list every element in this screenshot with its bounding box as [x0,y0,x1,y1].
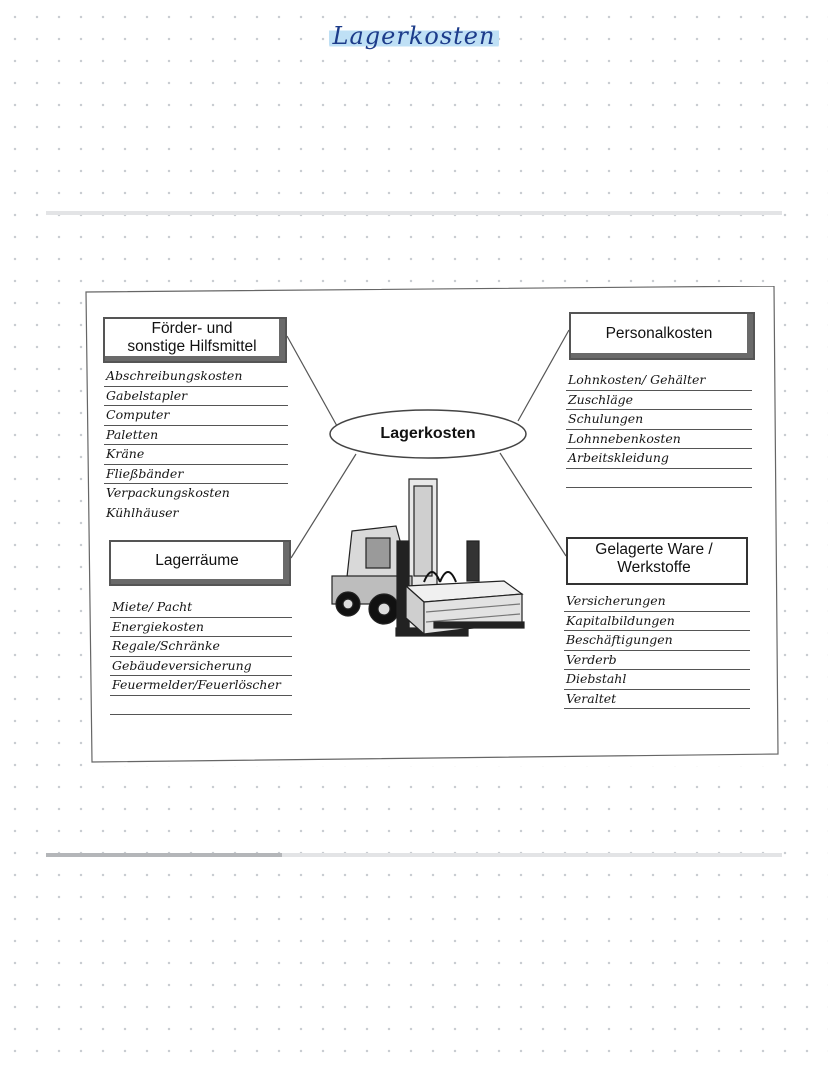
heading-ware: Gelagerte Ware / Werkstoffe [595,541,713,576]
list-item: Miete/ Pacht [110,598,292,618]
list-item [110,696,292,715]
list-item: Versicherungen [564,592,750,612]
list-item: Fließbänder [104,465,288,484]
scroll-track[interactable] [46,853,782,857]
list-item: Kapitalbildungen [564,612,750,631]
page-title-wrap: Lagerkosten [0,22,828,50]
scanned-diagram: Förder- und sonstige Hilfsmittel Persona… [84,286,780,766]
connector-lager [290,453,357,559]
list-item: Gabelstapler [104,387,288,406]
heading-foerder-line2: sonstige Hilfsmittel [127,338,257,355]
list-item: Abschreibungskosten [104,367,288,387]
heading-lager: Lagerräume [155,552,239,569]
list-lager: Miete/ Pacht Energiekosten Regale/Schrän… [110,598,292,715]
list-item: Gebäudeversicherung [110,657,292,676]
list-item: Zuschläge [566,391,752,410]
heading-lager-box: Lagerräume [109,540,291,586]
list-item: Arbeitskleidung [566,449,752,469]
list-personal: Lohnkosten/ Gehälter Zuschläge Schulunge… [566,371,752,488]
center-label: Lagerkosten [380,425,476,442]
connector-personal [517,329,570,422]
list-item: Lohnnebenkosten [566,430,752,449]
list-item: Kühlhäuser [106,504,179,520]
list-item: Verpackungskosten [106,485,230,500]
list-item: Computer [104,406,288,426]
center-ellipse [329,409,527,459]
list-item: Verderb [564,651,750,670]
list-item: Paletten [104,426,288,445]
page-title: Lagerkosten [328,22,500,50]
list-item: Feuermelder/Feuerlöscher [110,676,292,696]
list-item: Beschäftigungen [564,631,750,651]
list-item [566,469,752,488]
list-item: Diebstahl [564,670,750,690]
list-item: Schulungen [566,410,752,430]
heading-foerder-box: Förder- und sonstige Hilfsmittel [103,317,287,363]
forklift-icon [331,478,525,637]
heading-ware-box: Gelagerte Ware / Werkstoffe [566,537,748,585]
list-item: Regale/Schränke [110,637,292,657]
heading-personal-box: Personalkosten [569,312,755,360]
divider-top [46,211,782,215]
list-item: Veraltet [564,690,750,709]
heading-foerder-line1: Förder- und [151,320,233,337]
diagram-lines [85,286,779,763]
list-ware: Versicherungen Kapitalbildungen Beschäft… [564,592,750,709]
list-item: Energiekosten [110,618,292,637]
heading-personal: Personalkosten [605,325,713,342]
list-foerder: Abschreibungskosten Gabelstapler Compute… [104,367,288,523]
list-item: Kräne [104,445,288,465]
connector-foerder [286,335,338,427]
list-item: Lohnkosten/ Gehälter [566,371,752,391]
connector-ware [499,452,567,557]
scroll-progress-bar[interactable] [46,853,282,857]
